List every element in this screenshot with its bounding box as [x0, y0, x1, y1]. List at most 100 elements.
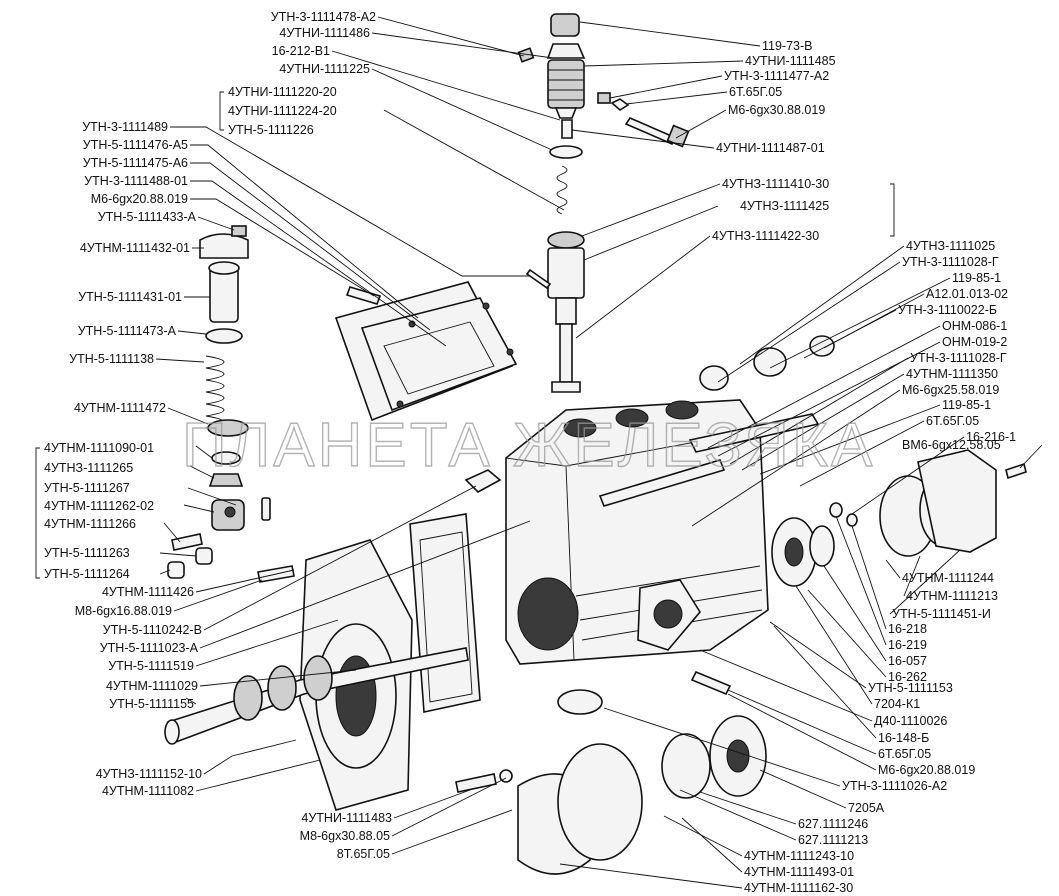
- label-l10: УТН-5-1111475-А6: [83, 156, 188, 170]
- label-r34: 16-148-Б: [878, 731, 929, 745]
- label-l19: 4УТНМ-1111090-01: [44, 441, 154, 455]
- plunger-part: [559, 323, 573, 383]
- label-l26: 4УТНМ-1111426: [102, 585, 194, 599]
- label-l04: 4УТНИ-1111225: [279, 62, 370, 76]
- seal-part: [809, 525, 835, 567]
- label-l18: 4УТНМ-1111472: [74, 401, 166, 415]
- label-l29: УТН-5-1111023-А: [100, 641, 199, 655]
- labels: УТН-3-1111478-А2 4УТНИ-1111486 16-212-В1…: [44, 10, 1016, 895]
- label-r02: 4УТНИ-1111485: [745, 54, 836, 68]
- label-l08: УТН-3-1111489: [82, 120, 168, 134]
- governor-stack: [167, 225, 271, 579]
- label-r25: 4УТНМ-1111213: [906, 589, 998, 603]
- label-r14: УТН-3-1110022-Б: [898, 303, 997, 317]
- label-l05: 4УТНИ-1111220-20: [228, 85, 337, 99]
- label-l33: 4УТНЗ-1111152-10: [96, 767, 202, 781]
- label-r28: 16-219: [888, 638, 927, 652]
- label-l09: УТН-5-1111476-А5: [83, 138, 188, 152]
- label-r05: М6-6gx30.88.019: [728, 103, 825, 117]
- camshaft-part: [164, 647, 469, 745]
- label-l32: УТН-5-1111155: [109, 697, 194, 711]
- end-cover-part: [917, 449, 997, 553]
- label-l15: УТН-5-1111431-01: [78, 290, 182, 304]
- label-l34: 4УТНМ-1111082: [102, 784, 194, 798]
- label-r22: 16-216-1: [966, 430, 1016, 444]
- label-r37: УТН-3-1111026-А2: [842, 779, 947, 793]
- label-b02: 627.1111246: [798, 817, 868, 831]
- label-r03: УТН-3-1111477-А2: [724, 69, 829, 83]
- cap-part: [546, 13, 586, 119]
- label-r10: 4УТНЗ-1111025: [906, 239, 995, 253]
- ring-part-3: [661, 733, 711, 799]
- cover-gasket-part: [360, 297, 518, 412]
- label-l13: УТН-5-1111433-А: [98, 210, 197, 224]
- label-r01: 119-73-В: [762, 39, 813, 53]
- screw-part: [1005, 462, 1027, 480]
- label-r19: М6-6gx25.58.019: [902, 383, 999, 397]
- parts-drawing: [164, 13, 1027, 875]
- bolt-part-1: [345, 286, 382, 305]
- label-l06: 4УТНИ-1111224-20: [228, 104, 337, 118]
- small-bolt-part: [517, 47, 535, 63]
- label-b04: 4УТНМ-1111243-10: [744, 849, 854, 863]
- label-l36: М8-6gx30.88.05: [300, 829, 390, 843]
- label-r26: УТН-5-1111451-И: [892, 607, 991, 621]
- label-l07: УТН-5-1111226: [228, 123, 314, 137]
- label-l12: М6-6gx20.88.019: [91, 192, 188, 206]
- label-l03: 16-212-В1: [272, 44, 330, 58]
- plunger-foot-part: [551, 381, 581, 393]
- label-r20: 119-85-1: [942, 398, 991, 412]
- label-l11: УТН-3-1111488-01: [84, 174, 188, 188]
- label-b05: 4УТНМ-1111493-01: [744, 865, 854, 879]
- bolt-part-4: [455, 773, 497, 793]
- bolt-part-3: [690, 670, 732, 696]
- label-b03: 627.1111213: [798, 833, 868, 847]
- label-r16: ОНМ-019-2: [942, 335, 1007, 349]
- label-l35: 4УТНИ-1111483: [301, 811, 392, 825]
- label-l02: 4УТНИ-1111486: [279, 26, 370, 40]
- label-r08: 4УТНЗ-1111425: [740, 199, 829, 213]
- label-l17: УТН-5-1111138: [69, 352, 154, 366]
- valve-part: [561, 119, 573, 139]
- barrel-part: [547, 247, 585, 299]
- disc-gasket-part: [557, 743, 643, 861]
- label-r24: 4УТНМ-1111244: [902, 571, 994, 585]
- label-r17: УТН-3-1111028-Г: [910, 351, 1007, 365]
- label-r29: 16-057: [888, 654, 927, 668]
- label-r06: 4УТНИ-1111487-01: [716, 141, 825, 155]
- label-r32: 7204-К1: [874, 697, 920, 711]
- valve-spring-part: [556, 165, 568, 215]
- washer-part-3: [846, 513, 858, 527]
- washer-part: [610, 98, 630, 111]
- label-r21: 6Т.65Г.05: [926, 414, 979, 428]
- pump-housing-part: [505, 399, 820, 665]
- label-r12: 119-85-1: [952, 271, 1001, 285]
- pin-part: [525, 268, 552, 290]
- label-l14: 4УТНМ-1111432-01: [80, 241, 190, 255]
- seal-ring-part: [549, 145, 583, 159]
- label-r33: Д40-1110026: [874, 714, 947, 728]
- label-r36: М6-6gx20.88.019: [878, 763, 975, 777]
- label-l22: 4УТНМ-1111262-02: [44, 499, 154, 513]
- barrel-neck-part: [555, 297, 577, 325]
- label-r23: ВМ6-6gx12.58.05: [902, 438, 1001, 452]
- label-b01: 7205А: [848, 801, 885, 815]
- label-r15: ОНМ-086-1: [942, 319, 1007, 333]
- cap-plug-part: [557, 689, 603, 715]
- fitting-part-1: [699, 365, 729, 391]
- label-l16: УТН-5-1111473-А: [78, 324, 177, 338]
- label-r31: УТН-5-1111153: [868, 681, 953, 695]
- label-l23: 4УТНМ-1111266: [44, 517, 136, 531]
- label-r13: А12.01.013-02: [926, 287, 1008, 301]
- label-l28: УТН-5-1110242-В: [103, 623, 202, 637]
- leader-lines: [35, 16, 1043, 889]
- label-r11: УТН-3-1111028-Г: [902, 255, 999, 269]
- label-l20: 4УТНЗ-1111265: [44, 461, 133, 475]
- label-r04: 6Т.65Г.05: [729, 85, 782, 99]
- label-l31: 4УТНМ-1111029: [106, 679, 198, 693]
- label-l21: УТН-5-1111267: [44, 481, 130, 495]
- label-l25: УТН-5-1111264: [44, 567, 130, 581]
- washer-part-4: [499, 769, 513, 783]
- label-b06: 4УТНМ-1111162-30: [744, 881, 853, 895]
